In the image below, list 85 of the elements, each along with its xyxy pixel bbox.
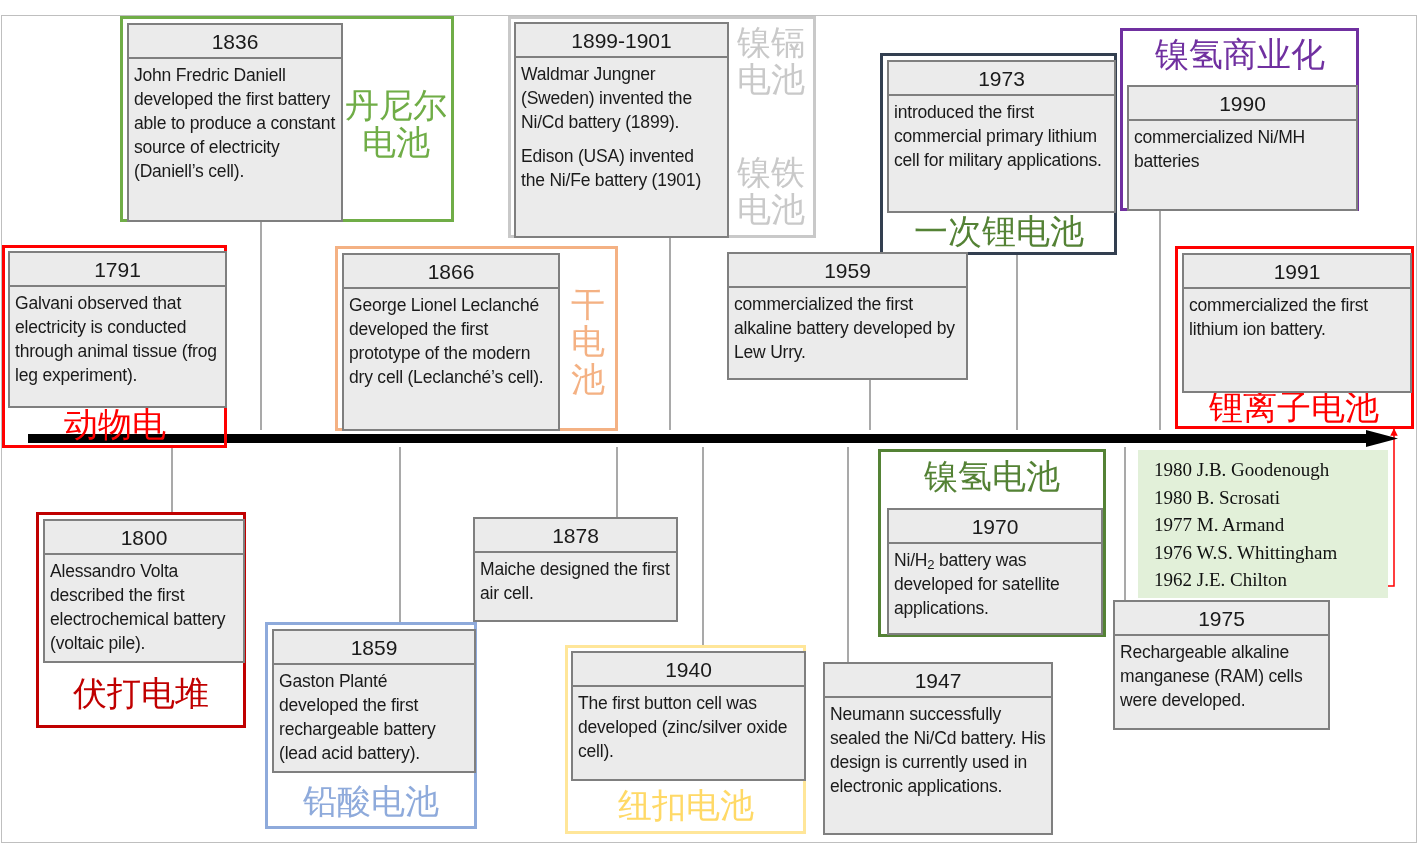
- event-description: Galvani observed that electricity is conducted through animal tissue (frog leg experiment).: [15, 292, 218, 387]
- year-label: 1975: [1198, 607, 1245, 629]
- category-label: 铅酸电池: [303, 783, 439, 821]
- event-box: [342, 253, 560, 431]
- event-box: [823, 662, 1053, 835]
- event-description: John Fredric Daniell developed the first battery able to produce a constant source of electricity (Daniell’s cell).: [134, 64, 336, 183]
- year-label: 1878: [552, 524, 599, 546]
- category-label: 动物电: [63, 406, 166, 444]
- group-frame: [880, 53, 1117, 255]
- connector-line: [869, 379, 871, 431]
- group-frame: [335, 246, 618, 431]
- event-description: commercialized the first lithium ion battery.: [1189, 294, 1369, 341]
- category-label: 镍氢商业化: [1154, 36, 1325, 74]
- year-label: 1970: [971, 515, 1019, 537]
- event-box: [473, 517, 678, 622]
- event-description: Edison (USA) invented the Ni/Fe battery (1901): [521, 145, 702, 192]
- year-label: 1959: [824, 259, 871, 281]
- event-description: Waldmar Jungner (Sweden) invented the Ni/Cd battery (1899).: [521, 63, 693, 134]
- category-label: 伏打电堆: [73, 675, 209, 713]
- group-frame: [36, 512, 246, 728]
- connector-line: [669, 237, 671, 431]
- group-frame: [265, 622, 477, 829]
- event-description: Rechargeable alkaline manganese (RAM) cells were developed.: [1120, 641, 1304, 712]
- event-box: [514, 22, 729, 238]
- connector-line: [1159, 210, 1161, 431]
- note-line: 1980 B. Scrosati: [1154, 485, 1282, 510]
- event-description: Gaston Planté developed the first rechargeable battery (lead acid battery).: [279, 670, 437, 765]
- group-frame: [565, 645, 806, 834]
- connector-line: [260, 221, 262, 431]
- event-box: [887, 60, 1116, 213]
- event-description: Neumann successfully sealed the Ni/Cd battery. His design is currently used in electronic applications.: [830, 703, 1046, 798]
- connector-line: [702, 446, 704, 646]
- year-label: 1800: [120, 526, 168, 548]
- connector-line: [399, 446, 401, 623]
- category-label: 干电池: [571, 285, 605, 399]
- year-label: 1990: [1219, 92, 1266, 114]
- event-description: George Lionel Leclanché developed the first prototype of the modern dry cell (Leclanché’s cell).: [349, 294, 545, 389]
- year-label: 1991: [1273, 260, 1321, 282]
- connector-line: [616, 446, 618, 518]
- event-description: commercialized Ni/MH batteries: [1134, 126, 1307, 173]
- event-box: [1127, 85, 1358, 211]
- year-label: 1791: [94, 258, 141, 280]
- event-box: [571, 651, 806, 781]
- group-frame: [2, 245, 227, 448]
- year-label: 1866: [427, 260, 475, 282]
- event-box: [887, 508, 1103, 635]
- event-box: [8, 251, 227, 408]
- connector-line: [1124, 446, 1126, 601]
- event-description: The first button cell was developed (zinc/silver oxide cell).: [578, 692, 789, 763]
- event-description: Ni/H$_{2}$ battery was developed for satellite applications.: [894, 549, 1061, 620]
- event-box: [43, 519, 245, 663]
- group-frame: [508, 16, 816, 238]
- event-description: Alessandro Volta described the first electrochemical battery (voltaic pile).: [50, 560, 227, 655]
- connector-line: [1016, 254, 1018, 431]
- connector-line: [171, 446, 173, 513]
- category-label: 锂离子电池: [1209, 389, 1379, 427]
- event-description: introduced the first commercial primary lithium cell for military applications.: [894, 101, 1103, 172]
- event-box: [727, 252, 968, 380]
- note-line: 1976 W.S. Whittingham: [1154, 540, 1339, 565]
- event-description: commercialized the first alkaline battery developed by Lew Urry.: [734, 293, 956, 364]
- category-label: 纽扣电池: [617, 787, 754, 825]
- event-box: [127, 23, 343, 222]
- connector-line: [847, 446, 849, 663]
- arrow: [1387, 428, 1398, 587]
- year-label: 1947: [914, 669, 962, 691]
- event-box: [272, 629, 476, 773]
- category-label: 镍氢电池: [924, 458, 1060, 496]
- group-frame: [1120, 28, 1359, 211]
- event-box: [1182, 253, 1412, 393]
- group-frame: [1175, 246, 1414, 429]
- category-label: 一次锂电池: [913, 213, 1084, 251]
- year-label: 1859: [350, 636, 398, 658]
- event-description: Maiche designed the first air cell.: [480, 558, 671, 605]
- year-label: 1973: [978, 67, 1025, 89]
- note-line: 1962 J.E. Chilton: [1154, 568, 1288, 592]
- group-frame: [878, 449, 1106, 637]
- year-label: 1940: [665, 658, 712, 680]
- note-line: 1980 J.B. Goodenough: [1154, 458, 1331, 482]
- category-label: 丹尼尔电池: [344, 86, 448, 162]
- event-box: [1113, 600, 1330, 730]
- group-frame: [120, 16, 454, 222]
- year-label: 1899-1901: [571, 29, 672, 51]
- year-label: 1836: [211, 30, 259, 52]
- note-line: 1977 M. Armand: [1154, 513, 1286, 537]
- contributor-note: [1138, 450, 1388, 598]
